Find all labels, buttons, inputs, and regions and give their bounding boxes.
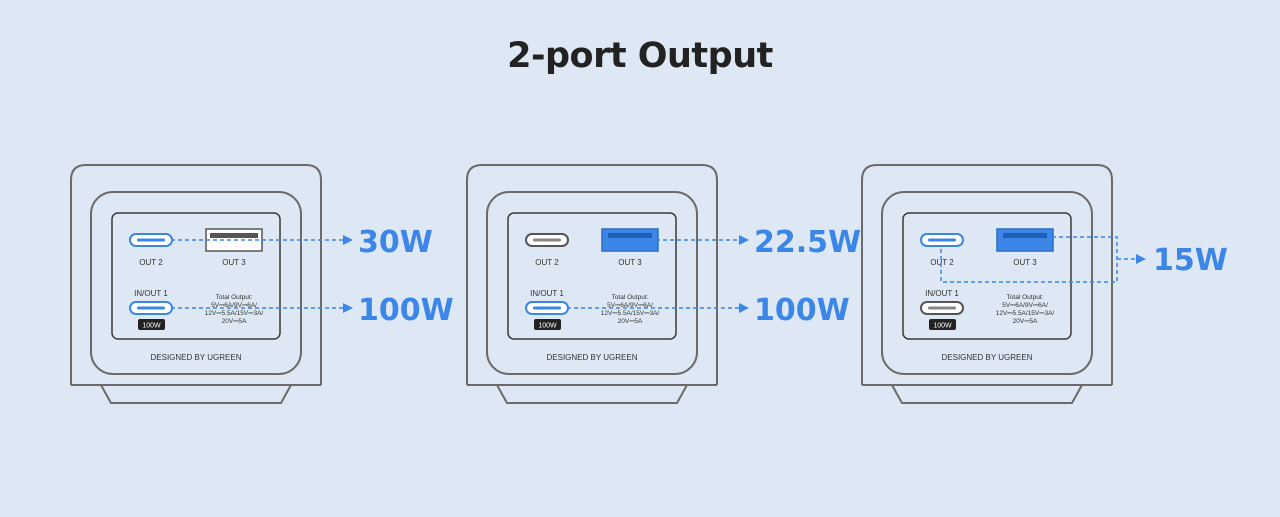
charger-face	[881, 191, 1093, 375]
spec-line: 20V⎓5A	[618, 318, 643, 325]
output-watt-out2: 30W	[358, 225, 433, 260]
usb-a-port-out3-tongue	[608, 233, 652, 238]
inout1-label: IN/OUT 1	[530, 289, 564, 298]
port-panel	[111, 212, 281, 340]
power-badge	[138, 319, 165, 330]
usb-a-port-out3	[601, 228, 659, 252]
usb-c-port-out2-tongue	[533, 238, 561, 242]
spec-line: 12V⎓5.5A/15V⎓3A/	[205, 310, 264, 317]
charger-face	[486, 191, 698, 375]
charger-body	[70, 164, 322, 385]
spec-line: 20V⎓5A	[222, 318, 247, 325]
out3-label: OUT 3	[618, 258, 642, 267]
brand-label: DESIGNED BY UGREEN	[547, 353, 638, 362]
output-watt-inout1: 100W	[754, 293, 850, 328]
combined-output-bracket	[940, 236, 1118, 283]
out3-label: OUT 3	[1013, 258, 1037, 267]
out2-label: OUT 2	[535, 258, 559, 267]
power-badge-text: 100W	[142, 323, 161, 330]
brand-label: DESIGNED BY UGREEN	[151, 353, 242, 362]
port-panel	[902, 212, 1072, 340]
usb-a-port-out3-tongue	[1003, 233, 1047, 238]
brand-label: DESIGNED BY UGREEN	[942, 353, 1033, 362]
charger-body	[466, 164, 718, 385]
inout1-label: IN/OUT 1	[134, 289, 168, 298]
usb-a-port-out3	[996, 228, 1054, 252]
spec-line: 20V⎓5A	[1013, 318, 1038, 325]
power-badge-text: 100W	[538, 323, 557, 330]
inout1-label: IN/OUT 1	[925, 289, 959, 298]
spec-line: 5V⎓6A/9V⎓6A/	[607, 302, 653, 309]
charger-unit: OUT 2 OUT 3 IN/OUT 1 100W Total Output:5V⎓6A…	[466, 164, 718, 404]
charger-foot	[891, 384, 1083, 404]
usb-c-port-inout1-tongue	[137, 306, 165, 310]
spec-line: 5V⎓6A/9V⎓6A/	[1002, 302, 1048, 309]
power-badge	[929, 319, 956, 330]
spec-line: Total Output:	[1007, 294, 1044, 301]
spec-line: Total Output:	[216, 294, 253, 301]
out2-label: OUT 2	[930, 258, 954, 267]
charger-face	[90, 191, 302, 375]
usb-a-port-out3-tongue	[210, 233, 258, 238]
power-badge	[534, 319, 561, 330]
spec-line: 12V⎓5.5A/15V⎓3A/	[601, 310, 660, 317]
page-title: 2-port Output	[507, 36, 773, 76]
spec-line: 12V⎓5.5A/15V⎓3A/	[996, 310, 1055, 317]
charger-body	[861, 164, 1113, 385]
usb-c-port-out2-tongue	[928, 238, 956, 242]
charger-foot	[100, 384, 292, 404]
power-badge-text: 100W	[933, 323, 952, 330]
charger-unit: OUT 2 OUT 3 IN/OUT 1 100W Total Output:5V⎓6A…	[70, 164, 322, 404]
charger-unit: OUT 2 OUT 3 IN/OUT 1 100W Total Output:5V⎓6A…	[861, 164, 1113, 404]
output-watt-combined: 15W	[1153, 243, 1228, 278]
spec-line: 5V⎓6A/9V⎓6A/	[211, 302, 257, 309]
output-watt-out3: 22.5W	[754, 225, 861, 260]
out2-label: OUT 2	[139, 258, 163, 267]
port-panel	[507, 212, 677, 340]
usb-c-port-inout1-tongue	[533, 306, 561, 310]
out3-label: OUT 3	[222, 258, 246, 267]
spec-line: Total Output:	[612, 294, 649, 301]
output-watt-inout1: 100W	[358, 293, 454, 328]
usb-c-port-out2-tongue	[137, 238, 165, 242]
usb-c-port-inout1-tongue	[928, 306, 956, 310]
charger-foot	[496, 384, 688, 404]
